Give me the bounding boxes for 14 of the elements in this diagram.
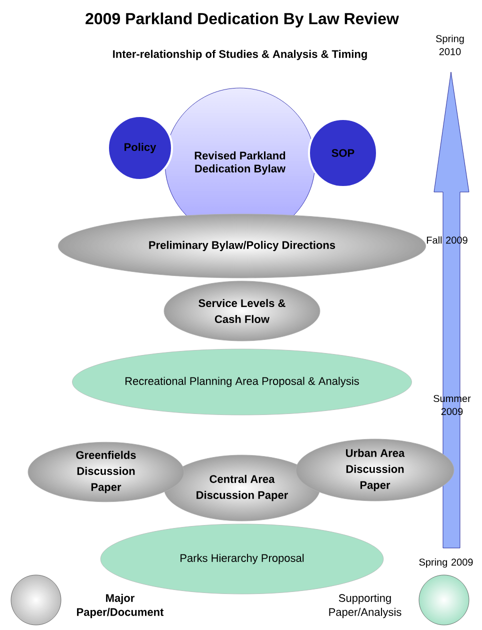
ellipse-node: Recreational Planning Area Proposal & Analysis: [72, 348, 412, 416]
legend-label: Major Paper/Document: [77, 594, 164, 618]
legend-label: Supporting Paper/Analysis: [329, 594, 402, 618]
ellipse-node: Greenfields Discussion Paper: [28, 442, 184, 502]
subtitle: Inter-relationship of Studies & Analysis & Timing: [113, 50, 367, 60]
ellipse-node: Parks Hierarchy Proposal: [100, 524, 384, 594]
title: 2009 Parkland Dedication By Law Review: [86, 12, 399, 28]
circle-node: SOP: [308, 118, 378, 188]
circle-node: Policy: [107, 115, 173, 181]
ellipse-node: Preliminary Bylaw/Policy Directions: [58, 214, 426, 278]
timeline-label: Spring 2009: [419, 558, 473, 568]
ellipse-node: Service Levels & Cash Flow: [164, 280, 320, 342]
timeline-label: Spring 2010: [436, 34, 464, 56]
ellipse-node: Urban Area Discussion Paper: [296, 438, 454, 502]
